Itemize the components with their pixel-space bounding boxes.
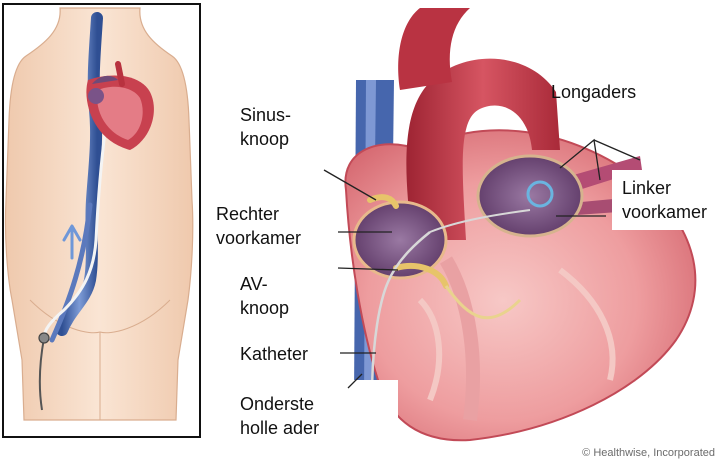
body-panel: [4, 5, 199, 436]
label-sinus-knoop-line1: Sinus-: [240, 103, 291, 127]
label-katheter: Katheter: [240, 342, 308, 366]
label-longaders-text: Longaders: [551, 82, 636, 102]
left-atrium: [478, 156, 582, 236]
label-longaders: Longaders: [551, 80, 636, 104]
label-sinus-knoop: Sinus- knoop: [240, 103, 291, 151]
label-rechter-voorkamer: Rechter voorkamer: [216, 202, 301, 250]
copyright-credit: © Healthwise, Incorporated: [582, 447, 715, 459]
label-rechter-voorkamer-line2: voorkamer: [216, 226, 301, 250]
label-linker-voorkamer: Linker voorkamer: [622, 176, 707, 224]
label-katheter-text: Katheter: [240, 344, 308, 364]
label-sinus-knoop-line2: knoop: [240, 127, 291, 151]
label-linker-voorkamer-line1: Linker: [622, 176, 707, 200]
label-av-knoop: AV- knoop: [240, 272, 289, 320]
label-onderste-holle-ader-line2: holle ader: [240, 416, 319, 440]
label-onderste-holle-ader: Onderste holle ader: [240, 392, 319, 440]
label-av-knoop-line2: knoop: [240, 296, 289, 320]
label-linker-voorkamer-line2: voorkamer: [622, 200, 707, 224]
label-rechter-voorkamer-line1: Rechter: [216, 202, 301, 226]
label-av-knoop-line1: AV-: [240, 272, 289, 296]
label-onderste-holle-ader-line1: Onderste: [240, 392, 319, 416]
